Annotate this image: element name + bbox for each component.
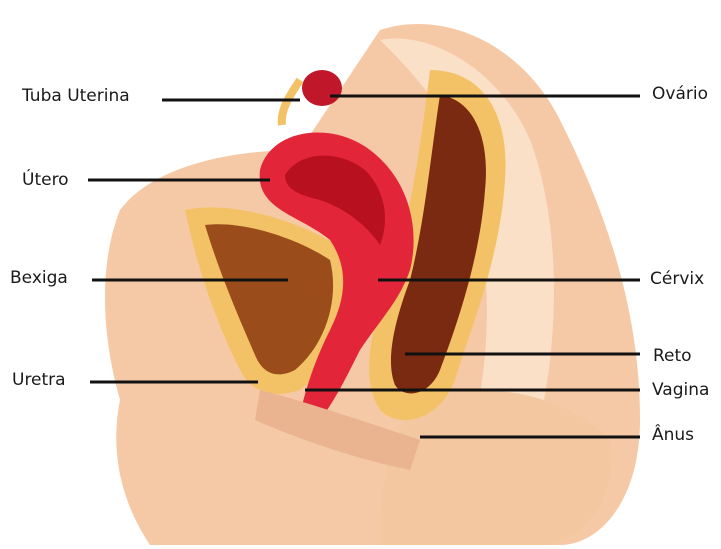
label-cervix: Cérvix — [650, 269, 704, 289]
label-ovario: Ovário — [652, 84, 708, 104]
label-uretra: Uretra — [12, 370, 66, 390]
label-vagina: Vagina — [652, 380, 709, 400]
label-utero: Útero — [22, 170, 69, 190]
label-anus: Ânus — [652, 425, 694, 445]
label-reto: Reto — [653, 346, 692, 366]
label-bexiga: Bexiga — [10, 268, 68, 288]
label-tuba-uterina: Tuba Uterina — [22, 86, 130, 106]
